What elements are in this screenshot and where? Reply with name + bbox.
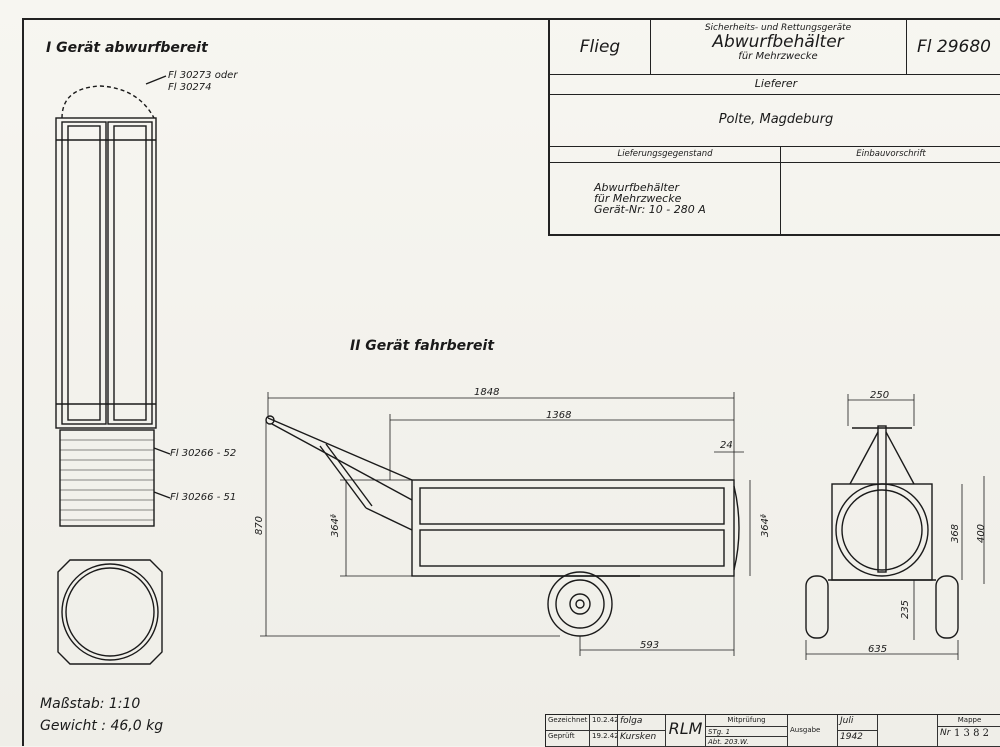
drawing-title: Abwurfbehälter — [712, 32, 844, 52]
container-inner-right — [113, 125, 147, 421]
item-line-1: Abwurfbehälter — [594, 181, 679, 194]
dim-1848: 1848 — [474, 387, 500, 398]
front-tow-bar — [877, 425, 887, 573]
front-container-body — [831, 483, 933, 581]
sheet-border-top — [22, 18, 1000, 20]
geprueft-label: Geprüft — [546, 731, 590, 747]
container-end-circle — [61, 563, 159, 661]
dim-368: 368 — [950, 523, 962, 544]
side-container-end — [733, 485, 740, 571]
container-panel-left — [61, 121, 107, 425]
container-panel-right — [107, 121, 153, 425]
label-fl30273: Fl 30273 oder — [168, 70, 238, 81]
dim-635: 635 — [868, 644, 888, 655]
dim-364-right: 364ᶲ — [760, 513, 772, 538]
item-line-2: für Mehrzwecke — [594, 192, 682, 205]
label-fl30266-52: Fl 30266 - 52 — [170, 448, 237, 459]
gezeichnet-sign: folga — [618, 715, 666, 731]
supplier-name: Polte, Magdeburg — [550, 94, 1000, 147]
title-block: Flieg Sicherheits- und Rettungsgeräte Ab… — [548, 18, 1000, 236]
dim-870: 870 — [254, 515, 266, 536]
section-1-title: I Gerät abwurfbereit — [46, 40, 208, 56]
container-cap-outline — [61, 85, 155, 119]
container-body — [55, 117, 157, 429]
mappe-number: 1 3 8 2 — [952, 727, 1000, 747]
geprueft-date: 19.2.42 — [590, 731, 618, 747]
dim-400: 400 — [976, 523, 988, 544]
dim-24: 24 — [720, 440, 733, 451]
ausgabe-month: Juli — [838, 715, 878, 731]
delivery-item-text: Abwurfbehälter für Mehrzwecke Gerät-Nr: … — [594, 182, 706, 215]
dim-1368: 1368 — [546, 410, 572, 421]
dim-235: 235 — [900, 599, 912, 620]
category-cell: Flieg — [550, 20, 651, 74]
geprueft-sign: Kursken — [618, 731, 666, 747]
supplier-label: Lieferer — [550, 74, 1000, 95]
dim-364-left: 364ᶲ — [330, 513, 342, 538]
nr-label: Nr — [938, 727, 952, 747]
container-end-view — [57, 559, 163, 665]
mitpruefung-label: Mitprüfung — [706, 715, 788, 727]
delivery-item-label: Lieferungsgegenstand — [550, 146, 781, 163]
rlm-mark: RLM — [666, 715, 706, 747]
gezeichnet-label: Gezeichnet — [546, 715, 590, 731]
container-inner-left — [67, 125, 101, 421]
sheet-border-left — [22, 18, 24, 746]
drawing-number: Fl 29680 — [917, 37, 991, 57]
parachute-pack — [59, 429, 155, 527]
gezeichnet-date: 10.2.42 — [590, 715, 618, 731]
front-container-circle — [835, 483, 929, 577]
delivery-item-cell: Abwurfbehälter für Mehrzwecke Gerät-Nr: … — [550, 162, 781, 236]
dim-250: 250 — [870, 390, 890, 401]
title-cell: Sicherheits- und Rettungsgeräte Abwurfbe… — [650, 20, 907, 74]
ausgabe-label: Ausgabe — [788, 715, 838, 747]
approval-strip: Gezeichnet 10.2.42 folga Geprüft 19.2.42… — [545, 714, 1000, 747]
mitpruefung-1: STg. 1 — [706, 727, 788, 737]
install-instruction-label: Einbauvorschrift — [780, 146, 1000, 163]
weight-label: Gewicht : 46,0 kg — [40, 718, 164, 734]
ausgabe-year: 1942 — [838, 731, 878, 747]
scale-label: Maßstab: 1:10 — [40, 696, 141, 712]
side-wheel — [547, 571, 613, 637]
front-wheel-left — [805, 575, 829, 639]
dim-593: 593 — [640, 640, 660, 651]
side-container-body — [411, 479, 735, 577]
mappe-label: Mappe — [938, 715, 1000, 727]
label-fl30266-51: Fl 30266 - 51 — [170, 492, 237, 503]
blank-cell — [878, 715, 938, 747]
item-line-3: Gerät-Nr: 10 - 280 A — [594, 203, 706, 216]
title-subtitle-bottom: für Mehrzwecke — [738, 51, 818, 62]
tow-bar-strut — [319, 445, 367, 509]
tow-bar-upper — [267, 417, 413, 481]
title-row: Flieg Sicherheits- und Rettungsgeräte Ab… — [550, 20, 1000, 75]
front-wheel-right — [935, 575, 959, 639]
section-2-title: II Gerät fahrbereit — [350, 338, 495, 354]
title-subtitle-top: Sicherheits- und Rettungsgeräte — [704, 23, 852, 33]
label-fl30274: Fl 30274 — [168, 82, 212, 93]
